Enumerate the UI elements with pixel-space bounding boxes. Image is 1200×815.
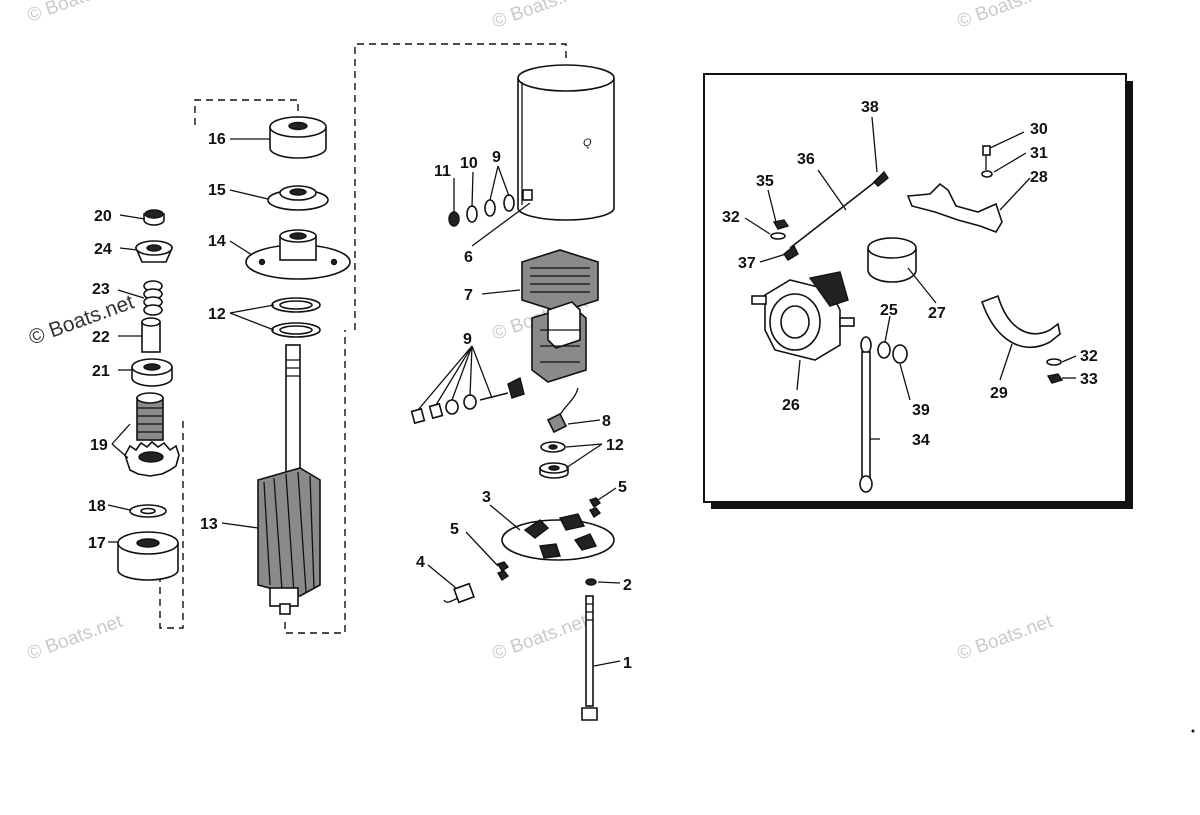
callout-24: 24 <box>94 241 112 258</box>
part-17-collar <box>117 531 179 581</box>
frame-mark: Q <box>583 137 592 149</box>
part-12-washers-upper <box>271 297 321 338</box>
part-2-lockwasher <box>585 578 597 586</box>
leader-lines <box>107 116 1077 667</box>
part-7-field-coils <box>507 249 599 399</box>
part-1-through-bolt <box>581 595 598 721</box>
part-8-terminal-lead <box>546 387 579 434</box>
part-30-screw <box>982 145 991 170</box>
callout-33: 33 <box>1080 371 1098 388</box>
callout-23: 23 <box>92 281 110 298</box>
callout-29: 29 <box>990 385 1008 402</box>
callout-37: 37 <box>738 255 756 272</box>
part-27-cover-band <box>867 237 917 283</box>
callout-35: 35 <box>756 173 774 190</box>
part-24-retainer <box>134 240 174 263</box>
callout-28: 28 <box>1030 169 1048 186</box>
callout-39: 39 <box>912 402 930 419</box>
part-16-bushing <box>269 116 327 159</box>
part-3-brush-plate <box>501 513 615 561</box>
callout-4: 4 <box>416 554 425 571</box>
callout-34: 34 <box>912 432 930 449</box>
callout-18: 18 <box>88 498 106 515</box>
part-35-nut <box>772 219 790 230</box>
part-26-solenoid <box>751 271 855 361</box>
part-12-washers-lower <box>539 441 569 479</box>
part-32-washer-upper <box>770 232 786 240</box>
callout-22: 22 <box>92 329 110 346</box>
part-18-washer <box>129 504 167 518</box>
part-4-brush <box>443 582 475 604</box>
callout-3: 3 <box>482 489 491 506</box>
callout-1: 1 <box>623 655 632 672</box>
part-13-armature <box>257 344 321 615</box>
callout-11: 11 <box>434 163 451 180</box>
part-6-field-frame: Q <box>517 64 615 221</box>
callout-12-upper: 12 <box>208 306 226 323</box>
callout-21: 21 <box>92 363 110 380</box>
part-32-washer-lower <box>1046 358 1062 366</box>
part-39-washer <box>892 344 908 364</box>
callout-16: 16 <box>208 131 226 148</box>
callout-20: 20 <box>94 208 112 225</box>
part-23-spring <box>143 280 163 316</box>
callout-32-lower: 32 <box>1080 348 1098 365</box>
part-28-bracket <box>906 182 1003 233</box>
callout-19: 19 <box>90 437 108 454</box>
part-31-washer <box>981 170 993 178</box>
part-14-end-cap <box>245 229 351 280</box>
callout-31: 31 <box>1030 145 1048 162</box>
callout-17: 17 <box>88 535 106 552</box>
part-29-clamp <box>980 294 1061 349</box>
callout-6: 6 <box>464 249 473 266</box>
callout-2: 2 <box>623 577 632 594</box>
callout-25: 25 <box>880 302 898 319</box>
watermark: © Boats.net <box>25 611 126 665</box>
callout-8: 8 <box>602 413 611 430</box>
watermark-dark: © Boats.net <box>26 290 137 349</box>
part-15-thrust-washer <box>267 185 329 211</box>
callout-13: 13 <box>200 516 218 533</box>
callout-12-lower: 12 <box>606 437 624 454</box>
part-36-cable <box>783 170 889 261</box>
callout-7: 7 <box>464 287 473 304</box>
part-21-washer <box>131 358 173 387</box>
callout-9-upper: 9 <box>492 149 501 166</box>
watermark: © Boats.net <box>955 611 1056 665</box>
callout-5: 5 <box>618 479 627 496</box>
callout-32-upper: 32 <box>722 209 740 226</box>
callout-5-lower: 5 <box>450 521 459 538</box>
stray-mark <box>1191 729 1195 733</box>
callout-9-lower: 9 <box>463 331 472 348</box>
callout-14: 14 <box>208 233 226 250</box>
dashed-assembly-line-right <box>284 43 567 634</box>
part-33-nut <box>1046 373 1064 384</box>
callout-36: 36 <box>797 151 815 168</box>
part-22-sleeve <box>141 317 161 353</box>
callout-27: 27 <box>928 305 946 322</box>
callout-15: 15 <box>208 182 226 199</box>
part-25-washer <box>877 341 891 359</box>
part-5-screws <box>496 497 602 581</box>
part-20-nut <box>143 209 165 226</box>
part-19-drive-pinion <box>124 392 180 477</box>
part-34-cable <box>859 336 873 493</box>
dashed-assembly-line-left <box>159 99 299 629</box>
callout-10: 10 <box>460 155 478 172</box>
callout-30: 30 <box>1030 121 1048 138</box>
callout-38: 38 <box>861 99 879 116</box>
part-9-insulators-lower <box>410 392 509 425</box>
inset-box <box>703 73 1127 503</box>
watermark: © Boats.net <box>955 0 1056 33</box>
watermark: © Boats.net <box>25 0 126 27</box>
callout-labels: 1 2 3 4 5 5 6 7 8 9 9 10 11 12 12 13 14 … <box>88 99 1098 672</box>
watermark: © Boats.net <box>490 611 591 665</box>
callout-26: 26 <box>782 397 800 414</box>
watermark: © Boats.net <box>490 0 591 33</box>
